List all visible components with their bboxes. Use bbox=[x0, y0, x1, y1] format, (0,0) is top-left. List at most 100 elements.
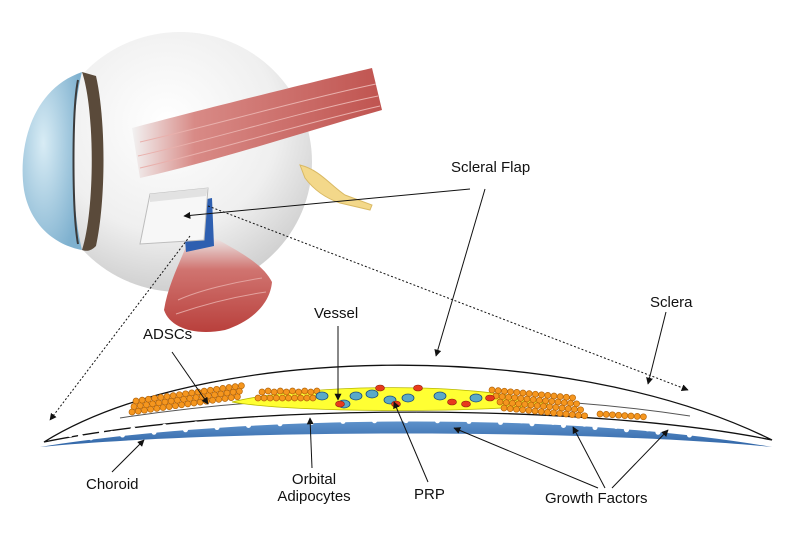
adipocyte-layer bbox=[128, 382, 647, 421]
choroid-dot bbox=[382, 412, 388, 419]
choroid-dot bbox=[214, 424, 220, 430]
red-blood-cell bbox=[485, 394, 495, 402]
adipocyte-cell bbox=[575, 411, 582, 419]
red-blood-cell bbox=[413, 384, 423, 392]
choroid-dot bbox=[508, 415, 514, 421]
label-choroid: Choroid bbox=[86, 476, 139, 493]
choroid-dot bbox=[403, 417, 409, 424]
prp-platelet bbox=[401, 393, 415, 403]
label-orbital-adipocytes: Orbital Adipocytes bbox=[266, 471, 362, 505]
adipocyte-cell bbox=[307, 388, 315, 396]
muscle-top bbox=[132, 68, 382, 178]
choroid-dot bbox=[245, 422, 252, 428]
adipocyte-cell bbox=[615, 411, 622, 419]
adipocyte-cell bbox=[596, 410, 604, 418]
choroid-dot bbox=[581, 421, 588, 427]
adipocyte-cell bbox=[138, 396, 146, 404]
choroid-dot bbox=[140, 427, 147, 434]
adipocyte-cell bbox=[272, 394, 280, 402]
choroid-dot bbox=[686, 432, 693, 438]
choroid-dot bbox=[235, 420, 241, 427]
choroid-dot bbox=[676, 428, 682, 435]
adipocyte-cell bbox=[633, 413, 641, 420]
choroid-dot bbox=[424, 415, 430, 421]
choroid-dot bbox=[109, 430, 115, 436]
adipocyte-cell bbox=[488, 386, 496, 394]
choroid-dot bbox=[592, 424, 598, 430]
adipocyte-cell bbox=[295, 388, 302, 396]
choroid-dot bbox=[455, 415, 462, 422]
adipocyte-cell bbox=[163, 393, 171, 400]
adipocyte-cell bbox=[238, 382, 245, 390]
choroid-dot bbox=[571, 418, 577, 424]
label-growth-factors: Growth Factors bbox=[545, 490, 648, 507]
adipocyte-cell bbox=[562, 410, 570, 418]
adipocyte-cell bbox=[157, 394, 165, 401]
choroid-dot bbox=[655, 429, 661, 435]
label-vessel: Vessel bbox=[314, 305, 359, 322]
choroid-dot bbox=[172, 425, 178, 431]
choroid-dot bbox=[67, 432, 73, 438]
adipocyte-cell bbox=[513, 405, 520, 413]
choroid-dot bbox=[130, 426, 136, 432]
adipocyte-cell bbox=[219, 385, 227, 392]
choroid-dot bbox=[476, 413, 483, 420]
choroid-dot bbox=[560, 422, 567, 428]
choroid-dot bbox=[340, 418, 346, 424]
adipocyte-cell bbox=[500, 404, 508, 412]
choroid-dot bbox=[602, 420, 609, 426]
adipocyte-cell bbox=[258, 388, 266, 396]
choroid-dot bbox=[88, 435, 94, 441]
adipocyte-cell bbox=[550, 409, 557, 417]
red-blood-cell bbox=[461, 400, 471, 408]
adipocyte-cell bbox=[303, 394, 311, 402]
adipocyte-cell bbox=[627, 412, 635, 420]
adipocyte-cell bbox=[200, 387, 208, 395]
choroid-dot bbox=[256, 417, 262, 423]
choroid-dot bbox=[119, 432, 126, 438]
choroid-dot bbox=[392, 415, 399, 421]
prp-platelet bbox=[365, 389, 379, 399]
scleral-flap-shape bbox=[139, 187, 214, 252]
prp-platelet bbox=[315, 391, 329, 401]
choroid-dot bbox=[77, 433, 84, 439]
choroid-dot bbox=[161, 423, 168, 429]
choroid-dot bbox=[466, 418, 472, 424]
label-scleral-flap: Scleral Flap bbox=[451, 159, 531, 176]
choroid-dot bbox=[361, 415, 367, 421]
adipocyte-cell bbox=[260, 394, 268, 402]
choroid-dot bbox=[329, 416, 336, 422]
label-prp: PRP bbox=[414, 486, 445, 503]
adipocyte-cell bbox=[640, 413, 647, 421]
adipocyte-cell bbox=[537, 408, 545, 415]
adipocyte-cell bbox=[291, 394, 298, 402]
choroid-dot bbox=[518, 418, 525, 424]
choroid-dot bbox=[497, 419, 504, 425]
label-sclera: Sclera bbox=[650, 294, 693, 311]
choroid-dot bbox=[613, 423, 619, 429]
adipocyte-cell bbox=[285, 394, 292, 402]
choroid-dot bbox=[539, 416, 546, 422]
adipocyte-cell bbox=[301, 387, 309, 395]
choroid-dot bbox=[203, 422, 210, 429]
choroid-dot bbox=[182, 427, 189, 433]
adipocyte-cell bbox=[132, 397, 140, 405]
choroid-dot bbox=[413, 412, 420, 419]
adipocyte-cell bbox=[581, 412, 588, 420]
adipocyte-cell bbox=[169, 392, 177, 399]
adipocyte-cell bbox=[279, 394, 286, 402]
leader-lines bbox=[49, 188, 689, 489]
adipocyte-cell bbox=[128, 408, 136, 416]
choroid-dot bbox=[287, 415, 294, 421]
choroid-band bbox=[40, 421, 772, 447]
adipocyte-cell bbox=[231, 383, 239, 390]
label-orbital-line1: Orbital bbox=[291, 471, 337, 488]
adipocyte-cell bbox=[188, 389, 196, 397]
choroid-dot bbox=[665, 425, 672, 431]
adipocyte-cell bbox=[531, 407, 539, 415]
nerve-shape bbox=[299, 164, 373, 211]
prp-platelet bbox=[433, 391, 447, 401]
label-orbital-line2: Adipocytes bbox=[277, 487, 351, 505]
